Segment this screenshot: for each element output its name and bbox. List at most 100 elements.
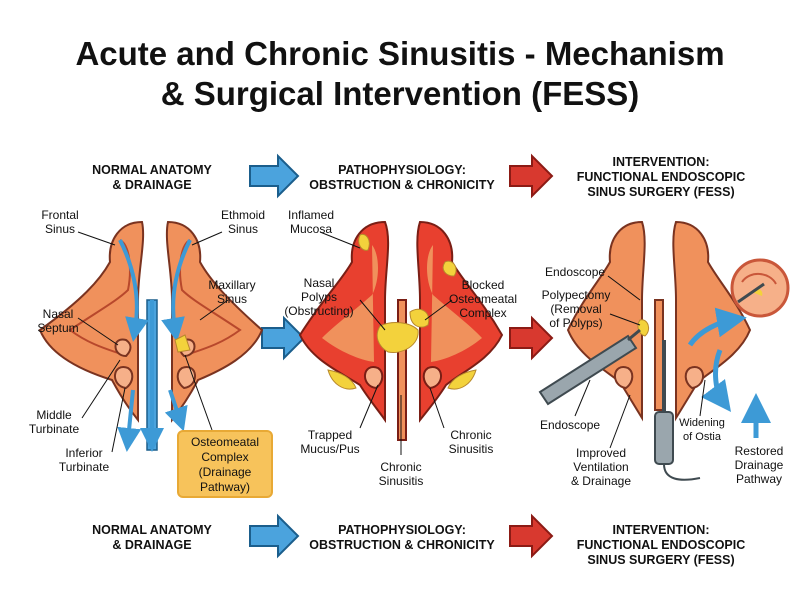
panel2-leader-lines	[319, 231, 453, 455]
header-normal-anatomy: NORMAL ANATOMY & DRAINAGE	[62, 163, 242, 193]
omc-line2: Complex	[201, 450, 249, 464]
label-inferior-turbinate: Inferior Turbinate	[52, 446, 116, 474]
footer-fess-line2: FUNCTIONAL ENDOSCOPIC	[576, 538, 746, 552]
flow-arrow-icon-top-1	[249, 153, 300, 199]
label-polypectomy-l1: Polypectomy	[541, 288, 611, 302]
label-middle-turbinate: Middle Turbinate	[22, 408, 86, 436]
header-fess: INTERVENTION: FUNCTIONAL ENDOSCOPIC SINU…	[556, 155, 766, 200]
label-polypectomy: Polypectomy (Removal of Polyps)	[532, 288, 620, 330]
mucus-polyp-fills	[327, 233, 477, 390]
label-inflamed-l1: Inflamed	[287, 208, 335, 222]
label-widening-ostia: Widening of Ostia	[672, 416, 732, 444]
footer-patho-line2: OBSTRUCTION & CHRONICITY	[309, 538, 495, 552]
label-chronic-mid-l1: Chronic	[380, 460, 422, 474]
omc-line1: Osteomeatal	[190, 435, 260, 449]
label-ethmoid-l1: Ethmoid	[220, 208, 266, 222]
label-blocked-l3: Complex	[459, 306, 507, 320]
header-normal-line2: & DRAINAGE	[112, 178, 192, 192]
header-patho-line1: PATHOPHYSIOLOGY:	[338, 163, 466, 177]
obstruct-arrow-icon-mid-2	[509, 315, 554, 361]
header-normal-line1: NORMAL ANATOMY	[92, 163, 212, 177]
footer-normal-anatomy: NORMAL ANATOMY & DRAINAGE	[62, 523, 242, 553]
camera-endoscope-icon	[654, 340, 701, 481]
header-fess-line3: SINUS SURGERY (FESS)	[587, 185, 735, 199]
label-improved-ventilation: Improved Ventilation & Drainage	[564, 446, 638, 488]
label-middle-l2: Turbinate	[28, 422, 80, 436]
obstruct-arrow-icon-bottom-2	[509, 513, 554, 559]
label-restored-l1: Restored	[734, 444, 784, 458]
flow-arrow-icon-mid-1	[261, 315, 306, 361]
footer-fess-line3: SINUS SURGERY (FESS)	[587, 553, 735, 567]
label-ethmoid-l2: Sinus	[227, 222, 259, 236]
label-inferior-l2: Turbinate	[58, 460, 110, 474]
footer-patho-line1: PATHOPHYSIOLOGY:	[338, 523, 466, 537]
label-restored-l3: Pathway	[735, 472, 783, 486]
label-chronic-right-l1: Chronic	[450, 428, 492, 442]
label-endoscope-bottom: Endoscope	[540, 418, 601, 432]
zoom-inset-icon	[730, 258, 790, 318]
fess-sinus-anatomy	[566, 220, 752, 422]
label-inflamed-l2: Mucosa	[289, 222, 333, 236]
label-inferior-l1: Inferior	[65, 446, 103, 460]
endoscope-instrument-icon	[538, 328, 641, 406]
label-nasal-polyps: Nasal Polyps (Obstructing)	[276, 276, 362, 318]
omc-line3: (Drainage	[198, 465, 252, 479]
label-trapped-l1: Trapped	[307, 428, 353, 442]
footer-normal-line2: & DRAINAGE	[112, 538, 192, 552]
header-fess-line2: FUNCTIONAL ENDOSCOPIC	[576, 170, 746, 184]
label-frontal-l1: Frontal	[41, 208, 79, 222]
label-ethmoid-sinus: Ethmoid Sinus	[210, 208, 276, 236]
label-maxillary-sinus: Maxillary Sinus	[198, 278, 266, 306]
label-septum-l2: Septum	[37, 321, 79, 335]
label-frontal-sinus: Frontal Sinus	[30, 208, 90, 236]
panel3-leader-lines	[574, 275, 706, 449]
label-blocked-l1: Blocked	[461, 278, 505, 292]
label-widening-l1: Widening	[679, 417, 725, 429]
drainage-flow-arrows	[117, 239, 192, 452]
label-endoscope-top: Endoscope	[545, 265, 606, 279]
header-patho-line2: OBSTRUCTION & CHRONICITY	[309, 178, 495, 192]
label-maxillary-l1: Maxillary	[208, 278, 256, 292]
label-restored-l2: Drainage	[734, 458, 784, 472]
obstruct-arrow-icon-top-2	[509, 153, 554, 199]
polyp-remnant	[637, 319, 650, 337]
label-polyps-l3: (Obstructing)	[284, 304, 354, 318]
label-frontal-l2: Sinus	[44, 222, 76, 236]
omc-highlight	[174, 334, 191, 353]
label-widening-l2: of Ostia	[683, 431, 721, 443]
header-fess-line1: INTERVENTION:	[612, 155, 710, 169]
label-blocked-omc: Blocked Osteomeatal Complex	[440, 278, 526, 320]
label-ventilation-l3: & Drainage	[570, 474, 632, 488]
title-line-2: & Surgical Intervention (FESS)	[160, 75, 640, 112]
footer-fess: INTERVENTION: FUNCTIONAL ENDOSCOPIC SINU…	[556, 523, 766, 568]
flow-arrow-icon-bottom-1	[249, 513, 300, 559]
restored-flow-arrows	[687, 307, 771, 438]
label-restored-drainage: Restored Drainage Pathway	[726, 444, 792, 486]
header-pathophysiology: PATHOPHYSIOLOGY: OBSTRUCTION & CHRONICIT…	[296, 163, 508, 193]
footer-fess-line1: INTERVENTION:	[612, 523, 710, 537]
label-chronic-sinusitis-center: Chronic Sinusitis	[368, 460, 434, 488]
label-blocked-l2: Osteomeatal	[448, 292, 518, 306]
label-ventilation-l2: Ventilation	[573, 460, 629, 474]
label-middle-l1: Middle	[36, 408, 72, 422]
omc-line4: Pathway)	[199, 480, 251, 494]
label-polyps-l2: Polyps	[300, 290, 338, 304]
title-line-1: Acute and Chronic Sinusitis - Mechanism	[75, 35, 725, 72]
footer-normal-line1: NORMAL ANATOMY	[92, 523, 212, 537]
inflamed-sinus-anatomy	[298, 220, 504, 441]
label-chronic-sinusitis-right: Chronic Sinusitis	[440, 428, 502, 456]
label-maxillary-l2: Sinus	[216, 292, 248, 306]
label-septum-l1: Nasal	[42, 307, 74, 321]
label-ventilation-l1: Improved	[575, 446, 627, 460]
label-inflamed-mucosa: Inflamed Mucosa	[282, 208, 340, 236]
label-polypectomy-l3: of Polyps)	[549, 316, 603, 330]
label-trapped-mucus: Trapped Mucus/Pus	[294, 428, 366, 456]
label-chronic-mid-l2: Sinusitis	[378, 474, 424, 488]
label-chronic-right-l2: Sinusitis	[448, 442, 494, 456]
label-polypectomy-l2: (Removal	[550, 302, 602, 316]
footer-pathophysiology: PATHOPHYSIOLOGY: OBSTRUCTION & CHRONICIT…	[296, 523, 508, 553]
page-title: Acute and Chronic Sinusitis - Mechanism …	[0, 34, 800, 114]
panel1-leader-lines	[77, 231, 229, 453]
osteomeatal-complex-callout: Osteomeatal Complex (Drainage Pathway)	[177, 430, 273, 498]
